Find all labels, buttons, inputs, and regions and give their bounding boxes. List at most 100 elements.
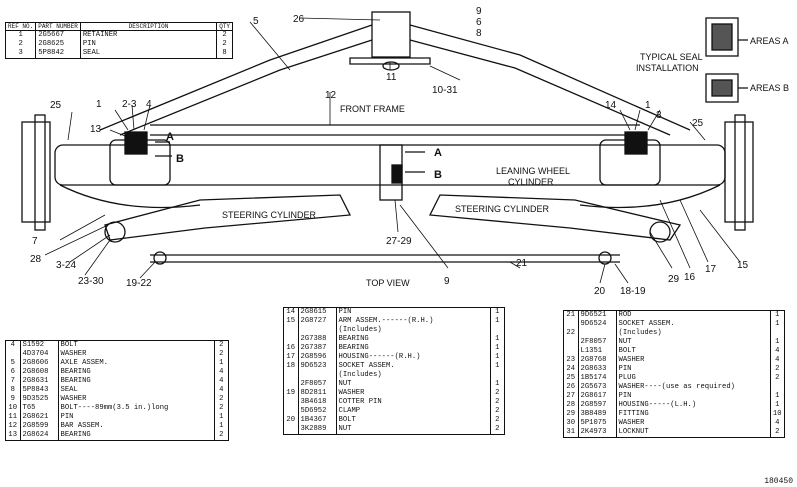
part-number-cell: 3B8489 bbox=[578, 410, 617, 419]
ref-cell: 7 bbox=[6, 377, 21, 386]
qty-cell: 4 bbox=[775, 347, 780, 355]
qty-cell: 1 bbox=[495, 344, 500, 352]
description-cell: HOUSING-----(L.H.) bbox=[616, 401, 771, 410]
callout-27-29: 27-29 bbox=[386, 236, 412, 247]
ref-cell: 6 bbox=[6, 368, 21, 377]
description-cell: BOLT bbox=[58, 341, 215, 350]
description-cell: NUT bbox=[336, 425, 491, 434]
ref-cell bbox=[284, 371, 299, 380]
part-number-cell: S1592 bbox=[20, 341, 59, 350]
qty-cell: 4 bbox=[775, 356, 780, 364]
part-number-cell: 5P8843 bbox=[20, 386, 59, 395]
description-cell: ARM ASSEM.------(R.H.) bbox=[336, 317, 491, 326]
part-number-cell: 2G8625 bbox=[35, 40, 81, 49]
callout-4: 4 bbox=[146, 99, 152, 110]
qty-cell: 2 bbox=[219, 350, 224, 358]
ref-cell bbox=[564, 320, 579, 329]
qty-cell: 2 bbox=[222, 31, 227, 39]
callout-23-30: 23-30 bbox=[78, 276, 104, 287]
ref-cell: 15 bbox=[284, 317, 299, 326]
part-number-cell: 9D6523 bbox=[298, 362, 337, 371]
description-cell: SOCKET ASSEM. bbox=[336, 362, 491, 371]
part-number-cell: 5P8842 bbox=[35, 49, 81, 58]
part-number-cell: 2G8621 bbox=[20, 413, 59, 422]
description-cell: BAR ASSEM. bbox=[58, 422, 215, 431]
ref-cell bbox=[284, 335, 299, 344]
section-a-left: A bbox=[166, 131, 174, 143]
description-cell: BEARING bbox=[58, 431, 215, 440]
part-number-cell: 2G8727 bbox=[298, 317, 337, 326]
frame-arm-left bbox=[99, 24, 373, 136]
description-cell: BEARING bbox=[58, 377, 215, 386]
description-cell: NUT bbox=[616, 338, 771, 347]
ref-cell: 3 bbox=[6, 49, 37, 58]
qty-cell: 2 bbox=[219, 404, 224, 412]
qty-cell: 1 bbox=[775, 338, 780, 346]
ref-cell: 24 bbox=[564, 365, 579, 374]
ref-cell: 5 bbox=[6, 359, 21, 368]
qty-cell: 2 bbox=[495, 407, 500, 415]
section-a-right: A bbox=[434, 147, 442, 159]
ref-cell bbox=[284, 407, 299, 416]
leaning-wheel-label-2: CYLINDER bbox=[508, 177, 554, 187]
description-cell: BOLT bbox=[336, 416, 491, 425]
ref-cell bbox=[6, 350, 21, 359]
qty-cell: 10 bbox=[772, 410, 782, 418]
ref-cell bbox=[564, 347, 579, 356]
ref-cell: 8 bbox=[6, 386, 21, 395]
table-row: 22(Includes) bbox=[564, 329, 784, 338]
qty-cell: 2 bbox=[219, 395, 224, 403]
header-qty: QTY bbox=[216, 23, 232, 31]
description-cell: LOCKNUT bbox=[616, 428, 771, 437]
tie-rod bbox=[150, 254, 620, 263]
ref-cell: 22 bbox=[564, 329, 579, 338]
arm-pivot-left bbox=[104, 221, 126, 243]
ref-cell bbox=[284, 380, 299, 389]
section-b-right: B bbox=[434, 169, 442, 181]
qty-cell: 1 bbox=[495, 317, 500, 325]
qty-cell: 2 bbox=[495, 398, 500, 406]
seal-a-symbol bbox=[705, 17, 739, 57]
qty-cell: 4 bbox=[775, 419, 780, 427]
description-cell: BOLT----89mm(3.5 in.)long bbox=[58, 404, 215, 413]
description-cell: WASHER----(use as required) bbox=[616, 383, 771, 392]
part-number-cell: T65 bbox=[20, 404, 59, 413]
qty-cell: 1 bbox=[495, 308, 500, 316]
part-number-cell: 5P1075 bbox=[578, 419, 617, 428]
header-ref: REF NO. bbox=[6, 23, 37, 31]
callout-9-top: 9 bbox=[476, 6, 482, 17]
description-cell: BOLT bbox=[616, 347, 771, 356]
description-cell: (Includes) bbox=[336, 326, 491, 335]
ref-cell: 19 bbox=[284, 389, 299, 398]
ref-cell: 17 bbox=[284, 353, 299, 362]
header-part: PART NUMBER bbox=[35, 23, 81, 31]
areas-b-label: AREAS B bbox=[750, 83, 789, 93]
callout-2-3: 2-3 bbox=[122, 99, 137, 110]
pivot-pin-top bbox=[382, 61, 400, 71]
callout-25-right: 25 bbox=[692, 118, 704, 129]
ref-cell: 9 bbox=[6, 395, 21, 404]
part-number-cell: 2G5673 bbox=[578, 383, 617, 392]
ref-cell: 4 bbox=[6, 341, 21, 350]
typical-seal-label-1: TYPICAL SEAL bbox=[640, 52, 703, 62]
callout-9-bottom: 9 bbox=[444, 276, 450, 287]
description-cell: PIN bbox=[616, 365, 771, 374]
description-cell: SEAL bbox=[58, 386, 215, 395]
description-cell: PIN bbox=[616, 392, 771, 401]
qty-cell: 1 bbox=[775, 320, 780, 328]
callout-3-right: 3 bbox=[656, 110, 662, 121]
ref-cell: 13 bbox=[6, 431, 21, 440]
